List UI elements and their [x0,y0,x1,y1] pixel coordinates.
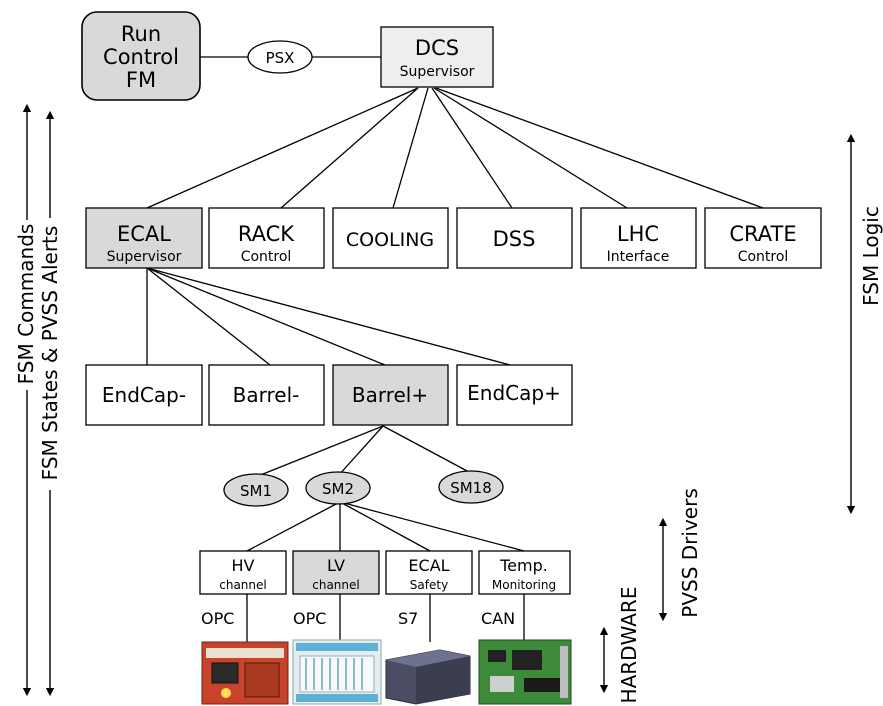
ecal-barrelminus-link [146,267,271,366]
ecal-title: ECAL [117,222,171,246]
barrelplus-sm1-link [257,425,384,477]
ecal-endcapplus-link [146,267,511,366]
sm2-temp-link [343,502,525,552]
temp-subtitle: Monitoring [492,578,556,592]
run-control-line-3: FM [126,68,156,92]
ecal-safety-node: ECAL Safety [385,550,473,595]
crate-subtitle: Control [738,249,789,265]
lv-driver-label: OPC [293,609,326,628]
subsystem-ecal-node: ECAL Supervisor [85,207,203,269]
endcap-plus-label: EndCap+ [467,381,561,405]
subsystem-dss-node: DSS [456,207,573,269]
sm2-node: SM2 [305,471,371,505]
fsm-states-label: FSM States & PVSS Alerts [38,226,62,481]
run-control-line-2: Control [103,45,179,69]
hv-channel-node: HV channel [199,550,287,595]
subsystems-row: ECAL Supervisor RACK Control COOLING DSS… [85,207,822,269]
dcs-dss-link [431,87,513,209]
side-labels: FSM Commands FSM States & PVSS Alerts FS… [14,206,883,703]
hv-crate-icon [201,641,289,705]
hv-title: HV [232,556,255,575]
psx-label: PSX [266,49,295,67]
fsm-commands-label: FSM Commands [14,224,38,385]
dcs-title: DCS [415,36,459,60]
lv-channel-node: LV channel [292,550,380,595]
subsystem-cooling-node: COOLING [332,207,449,269]
hv-driver-label: OPC [201,609,234,628]
partitions-row: EndCap- Barrel- Barrel+ EndCap+ [85,364,573,426]
psx-node: PSX [247,40,313,74]
ecal-safety-driver-label: S7 [398,609,418,628]
dcs-subtitle: Supervisor [400,64,475,80]
can-board-icon [478,639,572,705]
sm2-ecalsafety-link [341,502,431,552]
ecal-safety-subtitle: Safety [410,578,448,592]
subsystem-crate-node: CRATE Control [704,207,822,269]
hv-subtitle: channel [219,578,266,592]
fsm-logic-label: FSM Logic [859,206,883,306]
sm18-label: SM18 [450,479,492,497]
sm2-hv-link [246,502,339,552]
partition-barrel-minus-node: Barrel- [208,364,325,426]
lhc-subtitle: Interface [607,249,670,265]
ecal-subtitle: Supervisor [107,249,182,265]
fsm-states-label-backdrop [41,218,59,490]
run-control-line-1: Run [121,22,161,46]
dcs-rack-link [280,87,419,209]
dcs-ecal-link [146,87,419,209]
barrel-plus-label: Barrel+ [352,383,428,407]
lv-crate-icon [292,639,382,705]
rack-subtitle: Control [241,249,292,265]
lv-title: LV [327,556,345,575]
sm1-label: SM1 [240,482,272,500]
partition-barrel-plus-node: Barrel+ [332,364,449,426]
barrel-minus-label: Barrel- [233,383,300,407]
partition-endcap-plus-node: EndCap+ [456,364,573,426]
dcs-crate-link [435,87,764,209]
crate-title: CRATE [729,222,796,246]
supermodules-row: SM1 SM2 SM18 [223,470,504,507]
subsystem-lhc-node: LHC Interface [580,207,697,269]
run-control-fm-node: Run Control FM [81,11,201,101]
ecal-safety-title: ECAL [408,556,449,575]
plc-unit-icon [385,649,471,705]
channels-row: HV channel LV channel ECAL Safety Temp. … [199,550,571,595]
fsm-commands-label-backdrop [18,220,36,390]
lv-subtitle: channel [312,578,359,592]
sm1-node: SM1 [223,473,289,507]
barrelplus-sm2-link [337,425,384,477]
sm2-label: SM2 [322,480,354,498]
ecal-barrelplus-link [146,267,386,366]
dcs-cooling-link [392,87,429,209]
pvss-drivers-label: PVSS Drivers [678,488,702,617]
subsystem-rack-node: RACK Control [208,207,325,269]
temp-monitoring-node: Temp. Monitoring [478,550,571,595]
dss-title: DSS [493,227,536,251]
lhc-title: LHC [617,222,659,246]
cooling-title: COOLING [346,229,434,251]
barrelplus-sm18-link [382,425,470,473]
rack-title: RACK [238,222,295,246]
connectors [146,56,764,642]
partition-endcap-minus-node: EndCap- [85,364,203,426]
dcs-lhc-link [433,87,628,209]
sm18-node: SM18 [438,470,504,504]
temp-driver-label: CAN [481,609,515,628]
endcap-minus-label: EndCap- [102,383,186,407]
dcs-supervisor-node: DCS Supervisor [380,26,494,88]
hardware-label: HARDWARE [617,587,641,704]
driver-labels: OPC OPC S7 CAN [201,609,515,628]
temp-title: Temp. [499,556,548,575]
